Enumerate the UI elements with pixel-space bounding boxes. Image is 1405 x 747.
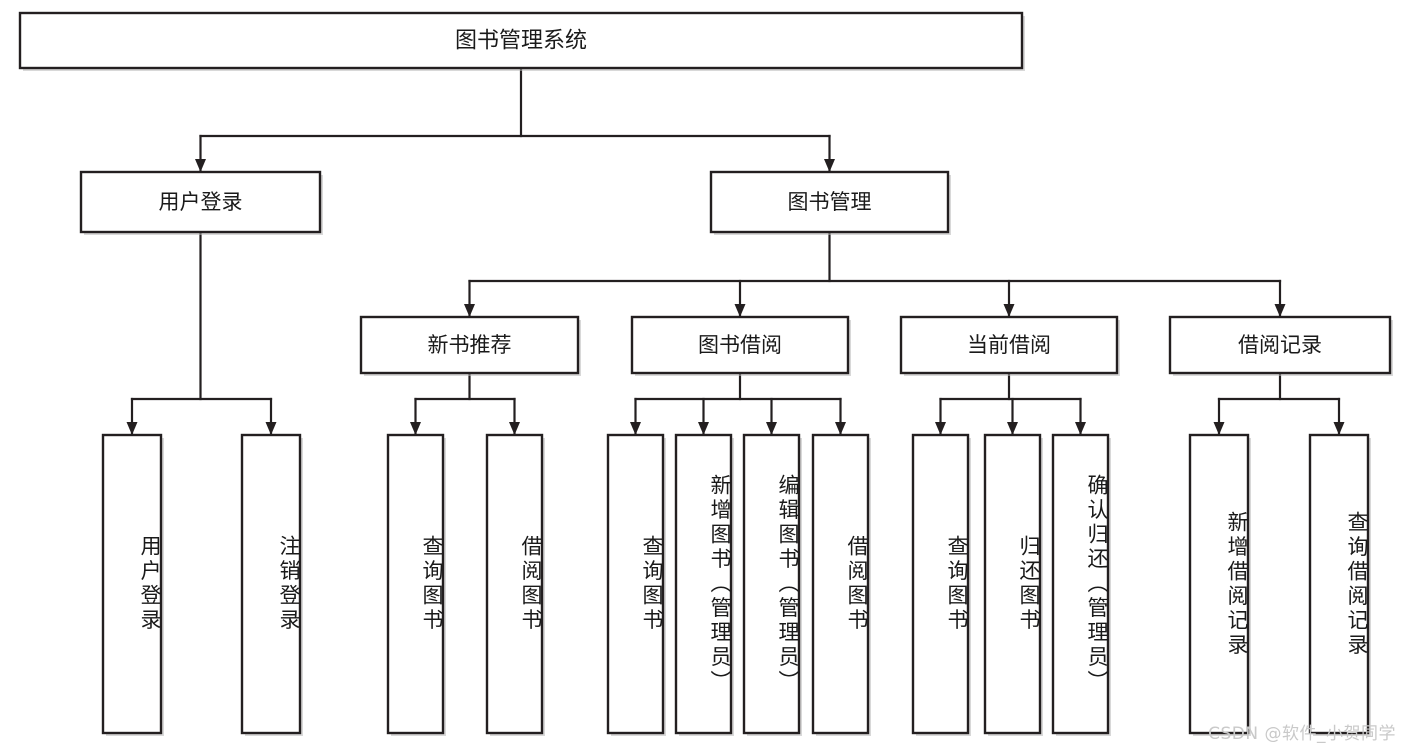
node-label-new-book-recommend: 新书推荐 — [428, 333, 512, 357]
node-box-book-borrow[interactable] — [630, 315, 850, 375]
node-box-leaf-borrow-book-1[interactable] — [485, 433, 544, 735]
node-label-current-borrow: 当前借阅 — [967, 333, 1051, 357]
arrow-head-book-borrow-leaf-add-book — [698, 422, 709, 435]
arrow-head-user-login-leaf-user-logout — [265, 422, 277, 435]
node-box-leaf-user-login[interactable] — [101, 433, 163, 735]
arrow-head-book-borrow-leaf-edit-book — [766, 422, 777, 435]
arrow-head-book-management-book-borrow — [734, 304, 746, 317]
arrow-head-root-user-login — [195, 159, 206, 172]
node-box-leaf-query-record[interactable] — [1308, 433, 1370, 735]
node-box-leaf-borrow-book-2[interactable] — [811, 433, 870, 735]
connector-layer — [126, 66, 1345, 437]
arrow-head-borrow-record-leaf-add-record — [1213, 422, 1225, 435]
node-box-leaf-add-record[interactable] — [1188, 433, 1250, 735]
node-label-borrow-record: 借阅记录 — [1238, 333, 1322, 357]
node-box-leaf-query-book-3[interactable] — [911, 433, 970, 735]
node-box-book-management[interactable] — [709, 170, 950, 234]
node-box-current-borrow[interactable] — [899, 315, 1119, 375]
arrow-head-book-management-new-book-recommend — [464, 304, 475, 317]
arrow-head-book-borrow-leaf-query-book-2 — [630, 422, 641, 435]
arrow-head-book-management-borrow-record — [1274, 304, 1286, 317]
arrow-head-current-borrow-leaf-return-book — [1007, 422, 1018, 435]
arrow-head-user-login-leaf-user-login — [126, 422, 138, 435]
node-box-root[interactable] — [18, 11, 1024, 70]
arrow-head-book-management-current-borrow — [1003, 304, 1015, 317]
arrow-head-current-borrow-leaf-query-book-3 — [935, 422, 946, 435]
node-label-book-borrow: 图书借阅 — [698, 333, 782, 357]
arrow-head-book-borrow-leaf-borrow-book-2 — [835, 422, 846, 435]
node-box-leaf-query-book-1[interactable] — [386, 433, 445, 735]
node-label-book-management: 图书管理 — [788, 190, 872, 214]
arrow-head-borrow-record-leaf-query-record — [1333, 422, 1345, 435]
node-box-borrow-record[interactable] — [1168, 315, 1392, 375]
node-box-leaf-user-logout[interactable] — [240, 433, 302, 735]
node-box-leaf-confirm-return[interactable] — [1051, 433, 1110, 735]
node-box-leaf-return-book[interactable] — [983, 433, 1042, 735]
arrow-head-new-book-recommend-leaf-borrow-book-1 — [509, 422, 520, 435]
node-box-leaf-query-book-2[interactable] — [606, 433, 665, 735]
node-box-leaf-edit-book[interactable] — [742, 433, 801, 735]
arrow-head-current-borrow-leaf-confirm-return — [1075, 422, 1086, 435]
node-label-user-login: 用户登录 — [159, 190, 243, 214]
node-box-leaf-add-book[interactable] — [674, 433, 733, 735]
arrow-head-root-book-management — [824, 159, 835, 172]
watermark-text: CSDN @软件_小贺同学 — [1208, 724, 1396, 744]
node-label-root: 图书管理系统 — [455, 29, 587, 54]
arrow-head-new-book-recommend-leaf-query-book-1 — [410, 422, 421, 435]
node-box-layer — [18, 11, 1393, 736]
node-box-user-login[interactable] — [79, 170, 322, 234]
node-box-new-book-recommend[interactable] — [359, 315, 580, 375]
